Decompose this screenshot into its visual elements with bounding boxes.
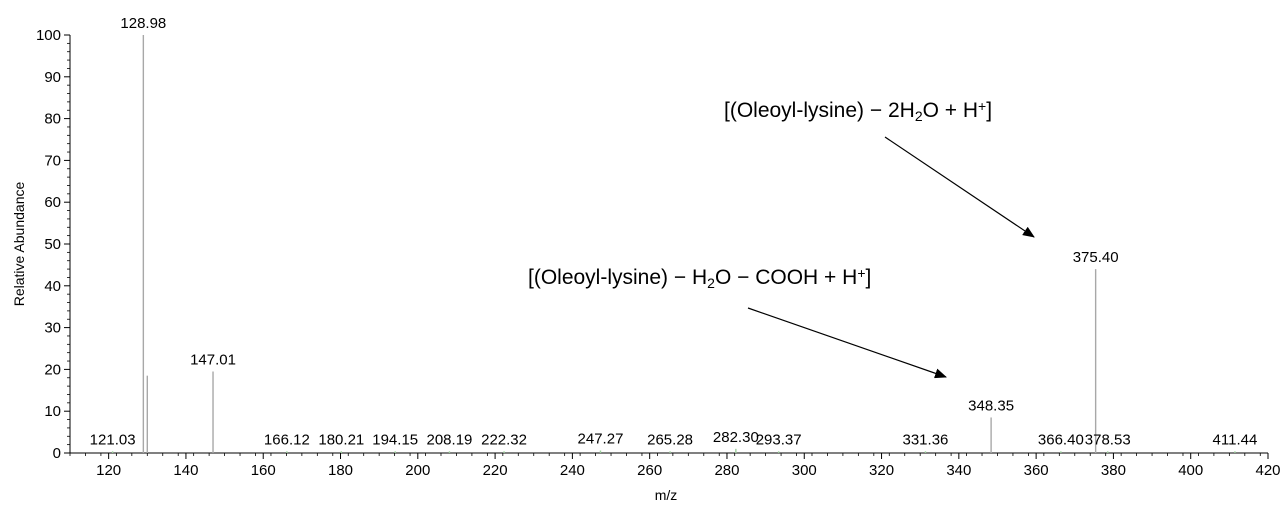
- annotation-arrow: [747, 307, 947, 379]
- x-tick-label: 180: [328, 462, 353, 479]
- y-tick-label: 0: [53, 445, 61, 462]
- x-tick-label: 200: [405, 462, 430, 479]
- axes-group: 0 10 20 30 40 50 60 70 80 90 100 120 140 160 180 200 220…: [36, 27, 1281, 479]
- peak-label: 208.19: [427, 431, 473, 448]
- x-tick-label: 120: [96, 462, 121, 479]
- peak-label: 375.40: [1073, 249, 1119, 266]
- peak-label: 293.37: [756, 431, 802, 448]
- annotation-arrow: [884, 136, 1035, 238]
- peak-label: 411.44: [1213, 431, 1258, 448]
- x-tick-label: 160: [251, 462, 276, 479]
- x-tick-label: 220: [483, 462, 508, 479]
- peak-label: 247.27: [578, 430, 624, 447]
- x-tick-label: 420: [1255, 462, 1280, 479]
- peak-label: 348.35: [968, 397, 1014, 414]
- annotations-group: [(Oleoyl-lysine) − 2H2O + H+] [(Oleoyl-ly…: [528, 98, 1035, 379]
- y-axis-title: Relative Abundance: [11, 182, 27, 307]
- peak-label: 366.40: [1038, 431, 1084, 448]
- y-tick-label: 80: [44, 111, 61, 128]
- y-tick-label: 90: [44, 69, 61, 86]
- y-tick-label: 50: [44, 236, 61, 253]
- x-tick-label: 400: [1178, 462, 1203, 479]
- y-tick-label: 100: [36, 27, 61, 44]
- y-tick-label: 30: [44, 320, 61, 337]
- y-tick-label: 40: [44, 278, 61, 295]
- x-tick-label: 260: [637, 462, 662, 479]
- peak-label: 331.36: [903, 431, 949, 448]
- x-tick-label: 340: [946, 462, 971, 479]
- x-tick-label: 140: [173, 462, 198, 479]
- peak-labels-group: 121.03 128.98 147.01 166.12 180.21 194.15 208.…: [90, 15, 1258, 448]
- peak-label: 166.12: [264, 431, 310, 448]
- peak-label: 282.30: [713, 429, 759, 446]
- x-tick-label: 360: [1024, 462, 1049, 479]
- x-tick-label: 300: [792, 462, 817, 479]
- annotation-decarboxylation: [(Oleoyl-lysine) − H2O − COOH + H+]: [528, 265, 871, 291]
- peak-label: 128.98: [120, 15, 166, 32]
- annotation-dehydration: [(Oleoyl-lysine) − 2H2O + H+]: [724, 98, 992, 124]
- x-tick-label: 280: [714, 462, 739, 479]
- peak-label: 147.01: [190, 351, 236, 368]
- y-tick-label: 10: [44, 403, 61, 420]
- peak-label: 121.03: [90, 431, 136, 448]
- x-tick-label: 240: [560, 462, 585, 479]
- peak-label: 194.15: [372, 431, 418, 448]
- y-tick-label: 60: [44, 194, 61, 211]
- peak-label: 378.53: [1085, 431, 1131, 448]
- x-tick-label: 320: [869, 462, 894, 479]
- peak-label: 222.32: [481, 431, 527, 448]
- y-tick-label: 20: [44, 361, 61, 378]
- x-axis-title: m/z: [655, 487, 678, 503]
- peaks-group: [111, 35, 1236, 453]
- y-tick-label: 70: [44, 152, 61, 169]
- peak-label: 265.28: [647, 431, 693, 448]
- peak-label: 180.21: [318, 431, 364, 448]
- x-tick-label: 380: [1101, 462, 1126, 479]
